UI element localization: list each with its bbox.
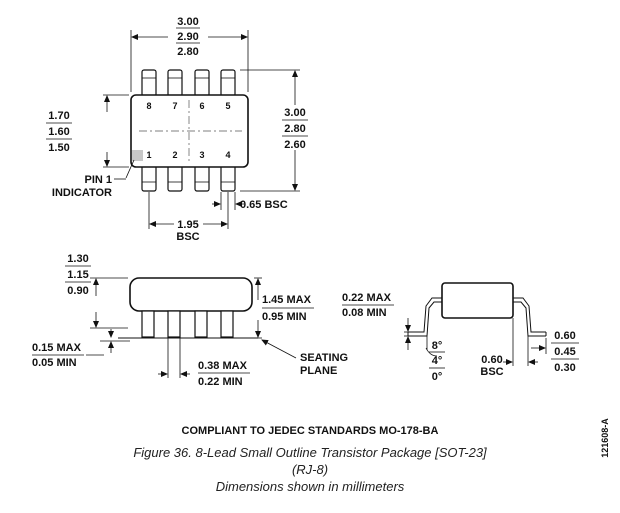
pin-number-4: 4 (225, 150, 230, 160)
figure-package-code: (RJ-8) (291, 462, 329, 477)
body-length-min: 2.80 (177, 46, 198, 58)
pin1-indicator-mark (132, 150, 143, 161)
foot-bsc-value: 0.60 (481, 354, 502, 366)
foot-length-max: 0.60 (554, 330, 575, 342)
drawing-reference-id: 121608-A (600, 418, 610, 458)
lead-width-max: 0.38 MAX (198, 360, 248, 372)
top-view: 8 7 6 5 1 2 3 4 3.00 2.90 2.80 1.70 1.60… (46, 16, 308, 243)
seating-label: SEATING (300, 352, 348, 364)
foot-length-min: 0.30 (554, 362, 575, 374)
side-lead-3 (194, 310, 208, 338)
seating-plane-label: PLANE (300, 365, 337, 377)
lead-thickness-max: 0.22 MAX (342, 292, 392, 304)
foot-angle-min: 0° (432, 371, 443, 383)
foot-angle-nom: 4° (432, 355, 443, 367)
top-lead-8 (141, 69, 157, 97)
pin-number-5: 5 (225, 101, 230, 111)
bottom-lead-3 (194, 164, 210, 192)
package-body-end (441, 282, 514, 319)
pin-number-1: 1 (146, 150, 151, 160)
bottom-lead-1 (141, 164, 157, 192)
pin-number-3: 3 (199, 150, 204, 160)
lead-span-suffix: BSC (176, 231, 199, 243)
lead-thickness-min: 0.08 MIN (342, 307, 387, 319)
overall-width-max: 3.00 (284, 107, 305, 119)
body-width-nom: 1.60 (48, 126, 69, 138)
side-view: 1.30 1.15 0.90 1.45 MAX 0.95 MIN 0.15 MA… (32, 253, 348, 388)
body-width-max: 1.70 (48, 110, 69, 122)
lead-pitch-label: 0.65 BSC (240, 199, 288, 211)
body-width-min: 1.50 (48, 142, 69, 154)
figure-caption: Figure 36. 8-Lead Small Outline Transist… (133, 445, 487, 460)
height-nom: 1.15 (67, 269, 88, 281)
top-lead-7 (167, 69, 183, 97)
end-view: 0.22 MAX 0.08 MIN 8° 4° 0° 0.60 BSC 0.60… (342, 282, 579, 383)
body-length-max: 3.00 (177, 16, 198, 28)
lead-span-value: 1.95 (177, 219, 198, 231)
side-lead-4 (220, 310, 234, 338)
package-body-side (129, 277, 253, 312)
body-length-nom: 2.90 (177, 31, 198, 43)
foot-angle-max: 8° (432, 340, 443, 352)
pin1-indicator-label: INDICATOR (52, 187, 112, 199)
lead-height-min: 0.95 MIN (262, 311, 307, 323)
height-max: 1.30 (67, 253, 88, 265)
pin-number-6: 6 (199, 101, 204, 111)
top-lead-5 (220, 69, 236, 97)
overall-width-min: 2.60 (284, 139, 305, 151)
side-lead-2 (167, 310, 181, 338)
overall-width-nom: 2.80 (284, 123, 305, 135)
jedec-compliance-note: COMPLIANT TO JEDEC STANDARDS MO-178-BA (181, 425, 439, 437)
bottom-lead-4 (220, 164, 236, 192)
standoff-min: 0.05 MIN (32, 357, 77, 369)
pin-number-7: 7 (172, 101, 177, 111)
lead-width-min: 0.22 MIN (198, 376, 243, 388)
lead-height-max: 1.45 MAX (262, 294, 312, 306)
figure-units-note: Dimensions shown in millimeters (215, 479, 405, 494)
standoff-max: 0.15 MAX (32, 342, 82, 354)
pin-number-8: 8 (146, 101, 151, 111)
height-min: 0.90 (67, 285, 88, 297)
pin-number-2: 2 (172, 150, 177, 160)
bottom-lead-2 (167, 164, 183, 192)
top-lead-6 (194, 69, 210, 97)
foot-bsc-suffix: BSC (480, 366, 503, 378)
side-lead-1 (141, 310, 155, 338)
foot-length-nom: 0.45 (554, 346, 575, 358)
pin1-label: PIN 1 (84, 174, 112, 186)
